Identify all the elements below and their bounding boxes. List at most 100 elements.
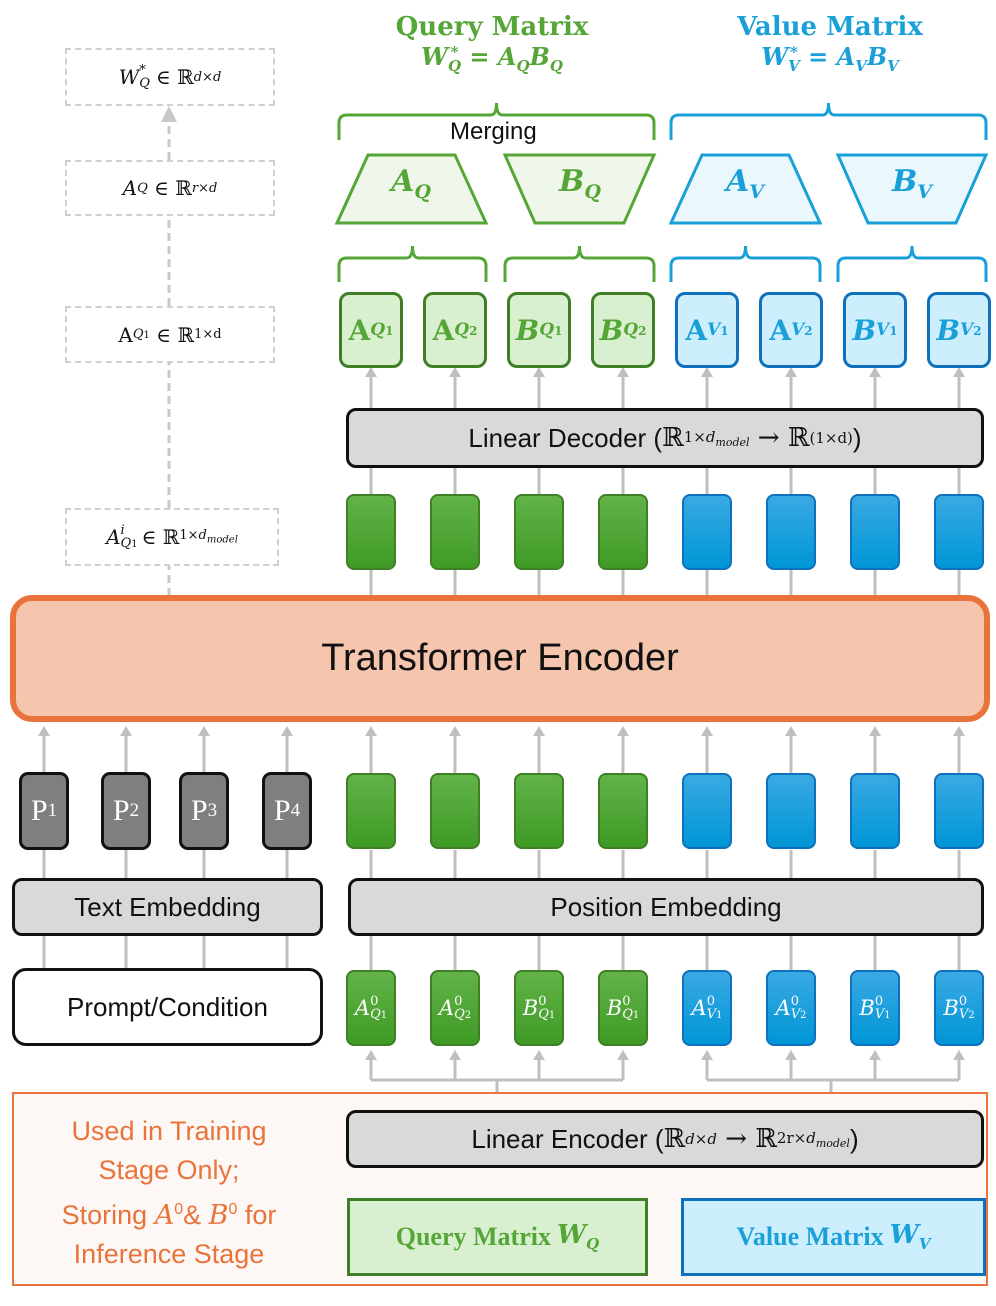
encoder-input-arrow [953, 726, 965, 736]
embedded-token [430, 773, 480, 849]
encoder-input-arrow [617, 726, 629, 736]
query-matrix-title: Query Matrix [395, 12, 589, 42]
embedded-token [514, 773, 564, 849]
linear-decoder-label: Linear Decoder ( [468, 422, 663, 453]
text-embedding-label: Text Embedding [74, 891, 261, 922]
a-q-sub: Q [137, 180, 148, 196]
encoder-input-arrow [533, 726, 545, 736]
decoder-output-arrow [617, 367, 629, 377]
aq-bracket [337, 245, 488, 282]
position-embedding-label: Position Embedding [550, 891, 782, 922]
encoder-output-token [346, 494, 396, 570]
encoder-output-token [934, 494, 984, 570]
bq-label: BQ [559, 164, 601, 203]
a-q1-rel: ∈ ℝ [156, 322, 195, 347]
query-merge-bracket [337, 102, 656, 140]
text-embedding: Text Embedding [12, 878, 323, 936]
a-q1-i-rel: ∈ ℝ [141, 525, 180, 549]
encoder-output-token [430, 494, 480, 570]
encoder-input-arrow [365, 726, 377, 736]
encoder-output-token [850, 494, 900, 570]
a-q-base: A [122, 176, 138, 200]
a-q1-i-sub: Q1 [120, 535, 138, 551]
av-bracket [669, 245, 822, 282]
av-label: AV [725, 164, 765, 203]
bq-bracket [503, 245, 656, 282]
a-q1-i-base: A [106, 525, 121, 549]
query-matrix-header: Query Matrix W*Q = AQBQ [362, 12, 622, 75]
value-matrix-header: Value Matrix W*V = AVBV [700, 12, 960, 75]
a-q1-i-sup: i [120, 522, 125, 538]
decoder-output-arrow [449, 367, 461, 377]
prompt-encoder-arrow [38, 726, 50, 736]
prompt-encoder-arrow [120, 726, 132, 736]
init-token-arrow [449, 1050, 461, 1060]
prompt-encoder-arrow [198, 726, 210, 736]
encoder-output-token [598, 494, 648, 570]
a-q-dim: r×d [191, 180, 218, 196]
w-star-base: W [118, 65, 140, 89]
embedded-token [850, 773, 900, 849]
position-embedding: Position Embedding [348, 878, 984, 936]
encoder-output-token [766, 494, 816, 570]
bv-low-rank-block [835, 153, 989, 225]
dashed-arrow-head [161, 106, 177, 122]
transformer-encoder-label: Transformer Encoder [321, 637, 679, 679]
prompt-condition-label: Prompt/Condition [67, 991, 268, 1022]
decoder-output-arrow [701, 367, 713, 377]
decoder-output-arrow [953, 367, 965, 377]
prompt-condition-box: Prompt/Condition [12, 968, 323, 1046]
av-low-rank-block [668, 153, 823, 225]
value-merge-formula: W*V = AVBV [761, 42, 899, 75]
embedded-token [934, 773, 984, 849]
linear-encoder-label: Linear Encoder ( [471, 1123, 664, 1154]
init-token-arrow [701, 1050, 713, 1060]
a-q1-base: A [118, 322, 133, 347]
merging-label: Merging [450, 118, 537, 145]
embedded-token [598, 773, 648, 849]
w-star-sup: * [139, 63, 146, 78]
encoder-output-token [514, 494, 564, 570]
decoder-output-arrow [869, 367, 881, 377]
a-q1-dim: 1×d [194, 327, 222, 342]
transformer-encoder: Transformer Encoder [10, 595, 990, 722]
w-star-sub: Q [139, 76, 150, 91]
bv-label: BV [891, 164, 933, 203]
init-token-arrow [533, 1050, 545, 1060]
embedded-token [766, 773, 816, 849]
bv-bracket [836, 245, 988, 282]
embedded-token [682, 773, 732, 849]
init-token-arrow [365, 1050, 377, 1060]
a-q-rel: ∈ ℝ [154, 176, 192, 200]
init-token-arrow [617, 1050, 629, 1060]
init-token-arrow [869, 1050, 881, 1060]
encoder-input-arrow [701, 726, 713, 736]
init-token-arrow [785, 1050, 797, 1060]
encoder-input-arrow [785, 726, 797, 736]
